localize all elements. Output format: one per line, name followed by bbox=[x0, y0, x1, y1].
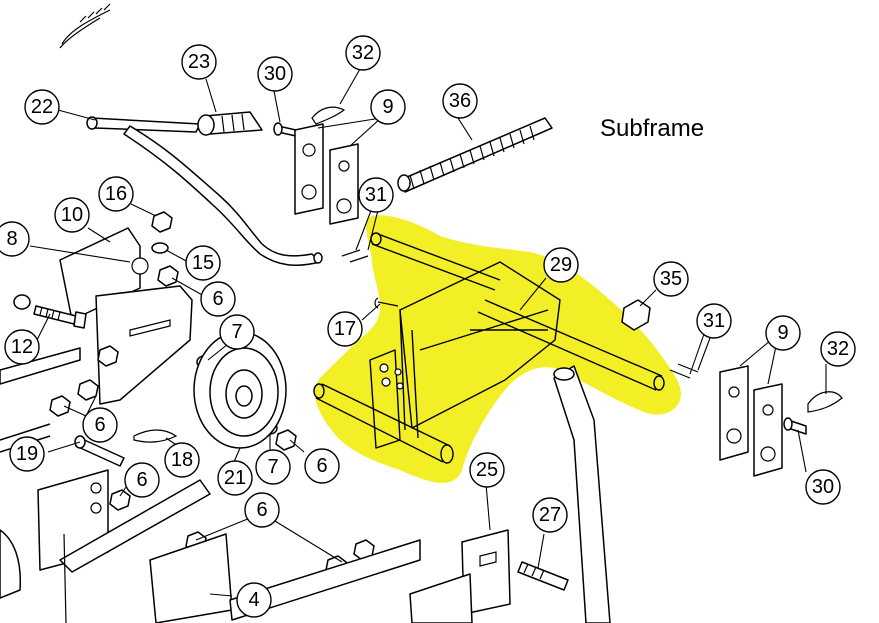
pulley-21 bbox=[193, 331, 287, 449]
lever-rod-22 bbox=[86, 116, 323, 267]
callout-6-c: 6 bbox=[124, 462, 160, 498]
callout-32-right: 32 bbox=[820, 331, 856, 367]
callout-25: 25 bbox=[469, 452, 505, 488]
spring-fragment bbox=[59, 3, 111, 49]
callout-30-right: 30 bbox=[805, 469, 841, 505]
callout-29: 29 bbox=[543, 247, 579, 283]
callout-23: 23 bbox=[181, 44, 217, 80]
svg-text:6: 6 bbox=[136, 469, 147, 491]
plates-9-top bbox=[294, 123, 359, 225]
svg-text:8: 8 bbox=[6, 228, 17, 250]
svg-text:10: 10 bbox=[61, 204, 83, 226]
callout-17: 17 bbox=[327, 311, 363, 347]
subframe-highlight bbox=[315, 215, 681, 483]
svg-text:7: 7 bbox=[231, 321, 242, 343]
callout-16: 16 bbox=[98, 176, 134, 212]
clip-32-top bbox=[311, 106, 346, 125]
left-frame bbox=[0, 347, 421, 623]
callout-31-top: 31 bbox=[358, 177, 394, 213]
svg-text:29: 29 bbox=[550, 254, 572, 276]
svg-text:16: 16 bbox=[105, 183, 127, 205]
svg-text:21: 21 bbox=[224, 467, 246, 489]
callout-12: 12 bbox=[4, 329, 40, 365]
callout-6-e: 6 bbox=[244, 492, 280, 528]
pin-30-top bbox=[273, 122, 297, 137]
callout-6-d: 6 bbox=[304, 448, 340, 484]
svg-text:30: 30 bbox=[264, 63, 286, 85]
callout-7-b: 7 bbox=[255, 449, 291, 485]
svg-text:32: 32 bbox=[352, 42, 374, 64]
svg-text:9: 9 bbox=[777, 322, 788, 344]
svg-text:27: 27 bbox=[539, 504, 561, 526]
callout-9-top: 9 bbox=[370, 89, 406, 125]
svg-text:7: 7 bbox=[267, 456, 278, 478]
callout-30-top: 30 bbox=[257, 56, 293, 92]
svg-text:30: 30 bbox=[812, 476, 834, 498]
svg-text:25: 25 bbox=[476, 459, 498, 481]
callout-36: 36 bbox=[442, 83, 478, 119]
svg-text:19: 19 bbox=[16, 443, 38, 465]
callout-31-right: 31 bbox=[696, 303, 732, 339]
callout-19: 19 bbox=[9, 436, 45, 472]
svg-text:6: 6 bbox=[94, 414, 105, 436]
svg-text:6: 6 bbox=[212, 288, 223, 310]
svg-text:15: 15 bbox=[192, 252, 214, 274]
clip-32-right bbox=[807, 391, 843, 413]
svg-text:31: 31 bbox=[703, 310, 725, 332]
bolt-17 bbox=[374, 297, 399, 309]
svg-text:17: 17 bbox=[334, 318, 356, 340]
svg-text:31: 31 bbox=[365, 184, 387, 206]
control-arm bbox=[553, 365, 611, 623]
bracket-10 bbox=[59, 227, 193, 405]
callout-10: 10 bbox=[54, 197, 90, 233]
handle-23 bbox=[197, 111, 263, 136]
svg-text:6: 6 bbox=[316, 455, 327, 477]
bracket-25 bbox=[409, 529, 511, 623]
callout-7-a: 7 bbox=[219, 314, 255, 350]
callout-6-b: 6 bbox=[82, 407, 118, 443]
pin-30-right bbox=[783, 417, 807, 435]
callout-8: 8 bbox=[0, 221, 30, 257]
svg-text:32: 32 bbox=[827, 338, 849, 360]
svg-text:4: 4 bbox=[248, 589, 259, 611]
pins-31-right bbox=[669, 363, 699, 379]
callout-35: 35 bbox=[653, 261, 689, 297]
svg-text:12: 12 bbox=[11, 336, 33, 358]
spring-36 bbox=[397, 117, 553, 193]
plates-9-right bbox=[719, 365, 783, 477]
subframe-part bbox=[313, 232, 665, 464]
diagram-title: Subframe bbox=[600, 115, 704, 142]
svg-text:6: 6 bbox=[256, 499, 267, 521]
callout-18: 18 bbox=[164, 442, 200, 478]
callout-9-right: 9 bbox=[765, 315, 801, 351]
callout-6-a: 6 bbox=[200, 281, 236, 317]
pins-31-top bbox=[341, 249, 369, 263]
pin-18 bbox=[133, 429, 178, 443]
svg-text:36: 36 bbox=[449, 90, 471, 112]
svg-text:9: 9 bbox=[382, 96, 393, 118]
callout-4: 4 bbox=[236, 582, 272, 618]
svg-text:23: 23 bbox=[188, 51, 210, 73]
callout-21: 21 bbox=[217, 460, 253, 496]
bolt-12 bbox=[33, 305, 87, 329]
callout-32-top: 32 bbox=[345, 35, 381, 71]
callout-22: 22 bbox=[24, 89, 60, 125]
bolt-27 bbox=[517, 561, 569, 591]
svg-text:22: 22 bbox=[31, 96, 53, 118]
callout-15: 15 bbox=[185, 245, 221, 281]
svg-text:35: 35 bbox=[660, 268, 682, 290]
svg-text:18: 18 bbox=[171, 449, 193, 471]
callout-27: 27 bbox=[532, 497, 568, 533]
